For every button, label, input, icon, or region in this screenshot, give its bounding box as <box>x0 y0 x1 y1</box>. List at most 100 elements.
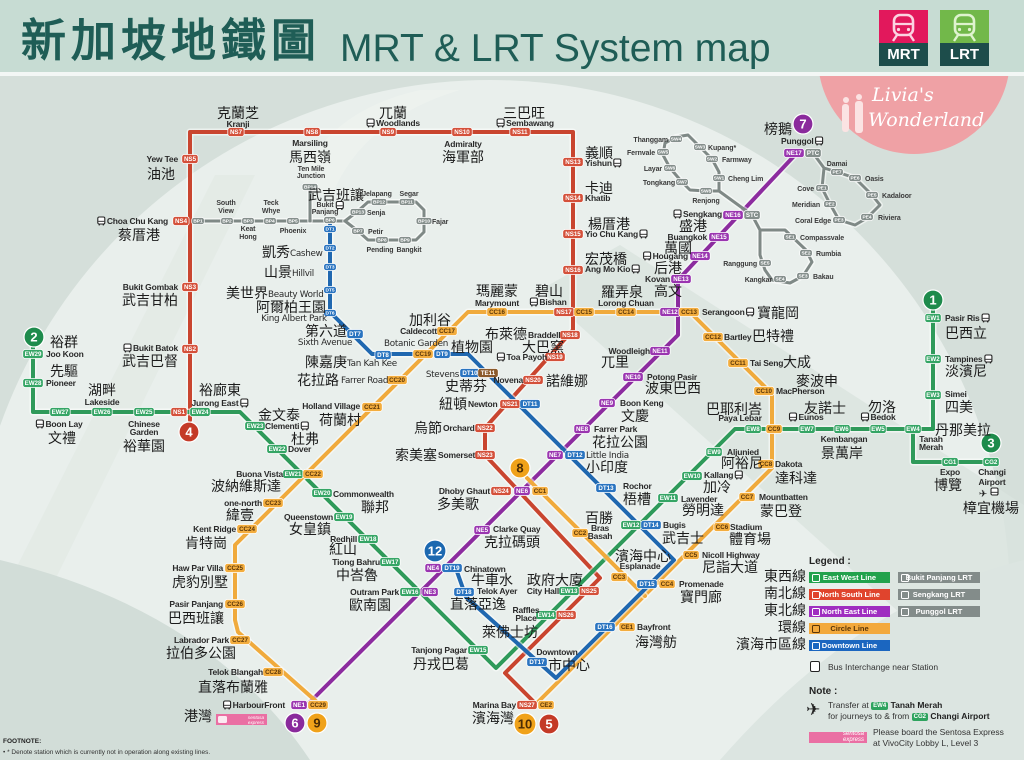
station-code: CC1 <box>534 488 547 495</box>
station-code-badge: CC5 <box>682 550 700 560</box>
station-code: CC11 <box>730 360 746 367</box>
station-name-zh: 克拉碼頭 <box>484 535 540 551</box>
station-name-zh: 碧山 <box>535 284 563 300</box>
page-title-chinese: 新加坡地鐵圖 <box>21 14 322 67</box>
station-name-en: Airport <box>979 477 1006 487</box>
bus-interchange-icon <box>639 229 648 239</box>
station-name-en: Cheng Lim <box>728 176 763 183</box>
station-code-badge: NE12 <box>659 307 681 317</box>
bus-interchange-icon <box>860 412 870 422</box>
station-name-en: Bukit <box>316 202 334 209</box>
station-code-badge: NS5 <box>181 154 199 164</box>
station-code: NE9 <box>601 400 614 407</box>
badge-shape <box>181 154 199 164</box>
station-code-badge: SE5 <box>758 259 772 267</box>
station-name-zh: 大成 <box>783 355 811 371</box>
station-code: CC26 <box>227 601 243 608</box>
station-code: NS20 <box>525 377 541 384</box>
station-label-segar: Segar <box>400 191 419 198</box>
station-name-en: Expo <box>940 467 960 477</box>
station-code-badge: EW12 <box>620 520 642 530</box>
badge-shape <box>804 148 822 158</box>
station-code-badge: CC27 <box>229 635 251 645</box>
station-code-badge: CC19 <box>412 349 434 359</box>
station-label-meridian: Meridian <box>792 202 820 209</box>
badge-shape <box>670 274 692 284</box>
line-number-marker: 6 <box>284 712 306 734</box>
badge-shape <box>224 599 246 609</box>
badge-shape <box>323 309 337 317</box>
station-code-badge: CC9 <box>765 424 783 434</box>
station-name-en: MacPherson <box>776 386 825 396</box>
bus-interchange-icon <box>496 352 505 362</box>
station-name-zh: 百勝 <box>585 511 613 527</box>
station-code: SW7 <box>677 180 688 186</box>
station-code-badge: CC17 <box>436 326 458 336</box>
badge-shape <box>758 259 772 267</box>
station-code-badge: SE2 <box>799 249 813 257</box>
badge-shape <box>244 421 266 431</box>
station-name-en: Marina Bay <box>473 700 517 710</box>
station-code: CC29 <box>310 702 326 709</box>
station-code: DT5 <box>325 288 334 294</box>
badge-shape <box>924 390 942 400</box>
station-name-en: Fajar <box>432 219 449 226</box>
station-name-en: Eunos <box>799 412 824 422</box>
station-name-zh: 直落布蘭雅 <box>198 679 268 696</box>
station-name-en: Novena <box>493 375 523 385</box>
station-name-en: City Hall <box>527 586 559 596</box>
station-code-badge: SW3 <box>693 143 707 151</box>
station-name-en: Basah <box>588 531 613 541</box>
badge-shape <box>519 399 541 409</box>
station-name-zh: 榜鵝 <box>764 121 792 138</box>
station-code: BP6 <box>325 218 335 224</box>
station-name-en: Sembawang <box>506 118 554 128</box>
station-code-badge: EW15 <box>467 645 489 655</box>
station-code-badge: NS24 <box>490 486 512 496</box>
station-code: CC5 <box>685 552 698 559</box>
station-code: BP7 <box>353 229 363 235</box>
station-label-riviera: Riviera <box>878 215 901 222</box>
station-code: NE6 <box>516 488 529 495</box>
station-name-en: Choa Chu Kang <box>107 216 168 226</box>
station-name-en: Meridian <box>792 202 820 209</box>
badge-shape <box>236 524 258 534</box>
station-name-en: Cove <box>797 186 814 193</box>
station-code: CC22 <box>305 471 321 478</box>
badge-shape <box>722 210 744 220</box>
bus-interchange-icon <box>631 264 640 274</box>
station-name-zh: 阿爾柏王園 <box>256 300 326 316</box>
station-code-badge: EW20 <box>311 488 333 498</box>
badge-shape <box>738 492 756 502</box>
station-code-badge: NE9 <box>598 398 616 408</box>
station-name-zh: 紐頓 <box>439 397 467 413</box>
badge-shape <box>713 522 731 532</box>
badge-shape <box>522 375 544 385</box>
badge-shape <box>727 358 749 368</box>
station-name-en: Queenstown <box>284 512 333 522</box>
station-code: NE4 <box>427 565 440 572</box>
station-name-zh: 高文 <box>654 283 682 300</box>
station-code-badge: NE3 <box>421 587 439 597</box>
station-name-en: Haw Par Villa <box>172 563 223 573</box>
station-name-zh: 文禮 <box>48 431 76 447</box>
badge-shape <box>374 350 392 360</box>
station-code: CC23 <box>265 500 281 507</box>
station-code: NE16 <box>725 212 741 219</box>
line-number: 9 <box>313 716 320 731</box>
station-code-badge: CC3 <box>610 572 628 582</box>
station-name-zh: 史蒂芬 <box>445 379 487 395</box>
station-code-badge: NS19 <box>544 352 566 362</box>
